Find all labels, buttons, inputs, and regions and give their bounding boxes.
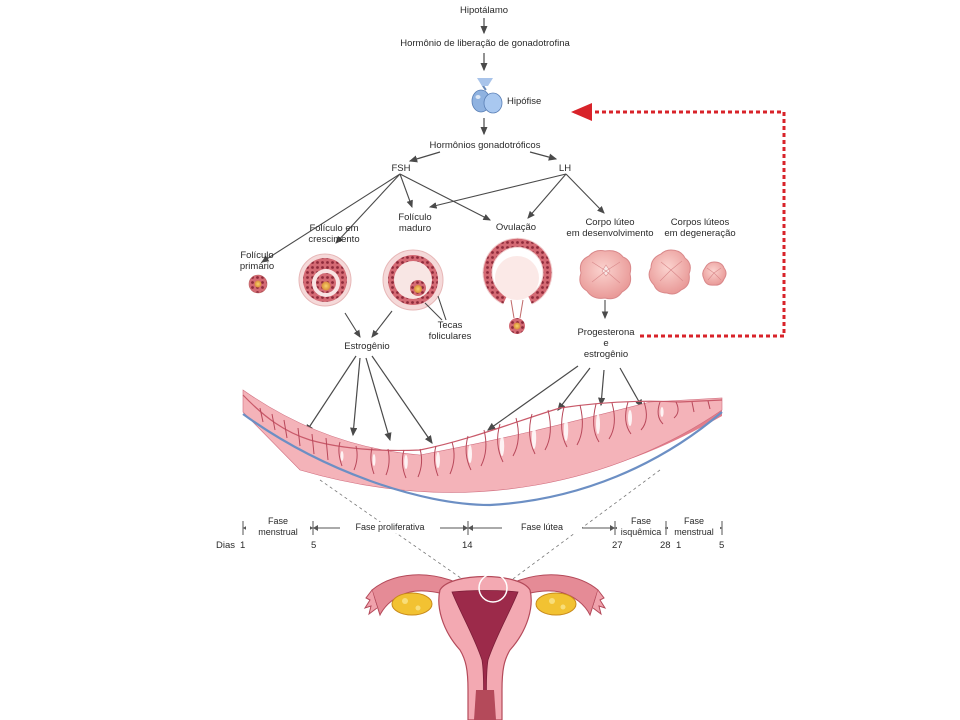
primary-follicle-label: Folículo primário: [226, 250, 288, 272]
progesterone-label: Progesterona e estrogênio: [566, 327, 646, 360]
mature-follicle-label: Folículo maduro: [383, 212, 447, 234]
phase-menstrual2-line2: menstrual: [674, 527, 714, 537]
primary-follicle-line2: primário: [239, 261, 275, 272]
progesterone-line3: estrogênio: [583, 349, 629, 360]
gonadotropic-label: Hormônios gonadotróficos: [429, 140, 541, 151]
pituitary-label: Hipófise: [507, 96, 542, 107]
pituitary-icon: [471, 78, 503, 114]
primary-follicle-graphic: [248, 274, 268, 294]
corpus-dev-line1: Corpo lúteo: [585, 217, 635, 228]
growing-follicle-graphic: [298, 253, 352, 307]
day-5-next: 5: [719, 540, 725, 551]
corpus-deg-line1: Corpos lúteos: [670, 217, 730, 228]
day-14: 14: [462, 540, 473, 551]
corpus-luteum-developing-graphic: [579, 250, 632, 300]
corpus-luteum-degenerating-graphic: [648, 249, 727, 295]
mature-follicle-graphic: [382, 249, 444, 311]
ovulation-graphic: [482, 237, 553, 334]
day-1: 1: [240, 540, 246, 551]
progesterone-line1: Progesterona: [577, 327, 635, 338]
growing-follicle-line1: Folículo em: [309, 223, 359, 234]
fsh-label: FSH: [391, 163, 411, 174]
growing-follicle-label: Folículo em crescimento: [296, 223, 372, 245]
phase-menstrual-line2: menstrual: [258, 527, 298, 537]
mature-follicle-line1: Folículo: [398, 212, 432, 223]
phase-menstrual: Fase menstrual: [246, 516, 310, 538]
corpus-luteum-deg-label: Corpos lúteos em degeneração: [655, 217, 745, 239]
day-5: 5: [311, 540, 317, 551]
hormone-arrows: [344, 295, 609, 338]
estrogen-arrows: [305, 355, 643, 444]
hypothalamus-label: Hipotálamo: [459, 5, 509, 16]
phase-ischemic: Fase isquêmica: [617, 516, 665, 538]
corpus-dev-line2: em desenvolvimento: [566, 228, 654, 239]
phase-ischemic-line2: isquêmica: [620, 527, 662, 537]
top-arrows: [408, 18, 558, 163]
phase-luteal: Fase lútea: [502, 522, 582, 533]
gnrh-label: Hormônio de liberação de gonadotrofina: [400, 38, 570, 49]
projection-lines: [319, 469, 661, 591]
phase-menstrual-2: Fase menstrual: [668, 516, 720, 538]
phase-menstrual2-line1: Fase: [683, 516, 704, 526]
endometrium-section: [242, 389, 723, 507]
progesterone-line2: e: [603, 338, 609, 349]
primary-follicle-line1: Folículo: [240, 250, 274, 261]
thecae-line2: foliculares: [428, 331, 472, 342]
day-28: 28: [660, 540, 671, 551]
day-27: 27: [612, 540, 623, 551]
estrogen-label: Estrogênio: [344, 341, 390, 352]
phase-proliferative: Fase proliferativa: [340, 522, 440, 533]
feedback-loop: [571, 103, 786, 338]
corpus-luteum-dev-label: Corpo lúteo em desenvolvimento: [562, 217, 658, 239]
growing-follicle-line2: crescimento: [308, 234, 360, 245]
uterus-graphic: [363, 573, 607, 720]
ovulation-label: Ovulação: [495, 222, 537, 233]
days-label: Dias: [216, 540, 236, 551]
phase-menstrual-line1: Fase: [267, 516, 288, 526]
branch-arrows: [261, 173, 605, 263]
phase-ischemic-line1: Fase: [630, 516, 651, 526]
mature-follicle-line2: maduro: [398, 223, 432, 234]
thecae-line1: Tecas: [437, 320, 463, 331]
corpus-deg-line2: em degeneração: [664, 228, 736, 239]
thecae-label: Tecas foliculares: [420, 320, 480, 342]
lh-label: LH: [558, 163, 572, 174]
day-1-next: 1: [676, 540, 682, 551]
